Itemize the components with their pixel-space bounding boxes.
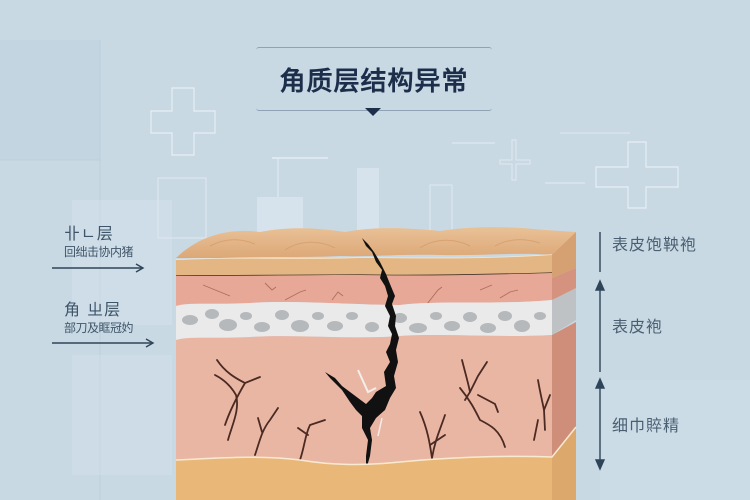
- main-crack: [325, 238, 399, 470]
- arrow-down-icon: [594, 459, 606, 471]
- right-label-1: 表皮饱鞅袍: [612, 235, 698, 254]
- caret-down-icon: [365, 108, 381, 116]
- right-face-top: [552, 232, 576, 278]
- granular-layer: [176, 300, 552, 340]
- medical-cross-icon: [595, 141, 679, 209]
- right-face-base: [552, 427, 576, 500]
- medical-cross-icon: [150, 87, 216, 156]
- right-face-granular: [552, 288, 576, 335]
- left-label-1-sub: 回绌击协内猪: [64, 245, 134, 259]
- left-label-1-name: 卝ㄴ层: [64, 224, 114, 243]
- arrow-up-icon: [594, 377, 606, 389]
- page-title: 角质层结构异常: [279, 66, 469, 97]
- right-face-pink-lower: [552, 322, 576, 457]
- base-layer: [176, 456, 552, 500]
- right-label-3: 细巾賥精: [612, 416, 681, 435]
- stratum-corneum-top: [176, 227, 576, 258]
- medical-cross-icon: [499, 139, 531, 181]
- pink-layer-upper: [176, 273, 552, 306]
- left-label-2-name: 角 ㄓ层: [64, 300, 122, 319]
- left-label-2: 角 ㄓ层 部刀及眶冠妁: [64, 300, 134, 335]
- arrow-up-icon: [594, 279, 606, 291]
- arrow-right-icon: [52, 263, 145, 273]
- arrow-right-icon: [52, 338, 155, 348]
- left-label-1: 卝ㄴ层 回绌击协内猪: [64, 224, 134, 259]
- right-label-2: 表皮袍: [612, 317, 664, 336]
- left-label-2-sub: 部刀及眶冠妁: [64, 321, 134, 335]
- pink-layer-lower: [176, 335, 552, 465]
